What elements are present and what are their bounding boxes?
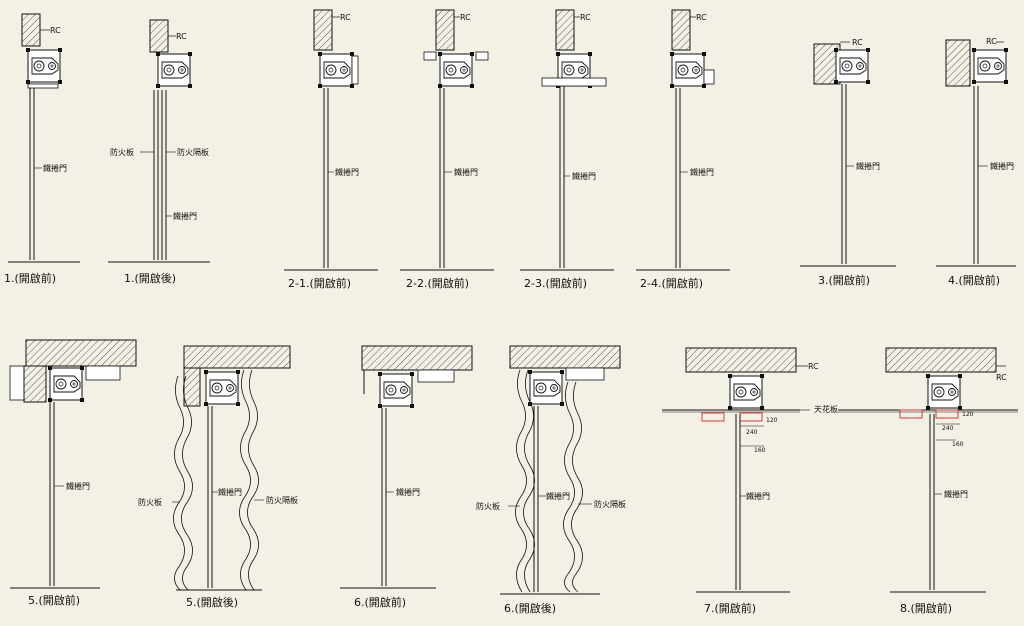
detail-7: RC 天花板 120 240 160 鐵捲門 7.(開啟前) bbox=[662, 347, 838, 615]
caption: 5.(開啟前) bbox=[28, 593, 80, 607]
door-label: 鐵捲門 bbox=[546, 491, 570, 501]
red-marker bbox=[701, 412, 725, 422]
caption: 2-2.(開啟前) bbox=[406, 276, 469, 290]
caption: 2-1.(開啟前) bbox=[288, 276, 351, 290]
detail-6-before: 鐵捲門 6.(開啟前) bbox=[340, 345, 473, 609]
door-label: 鐵捲門 bbox=[218, 487, 242, 497]
ceiling-label: 天花板 bbox=[814, 404, 838, 414]
dim-120: 120 bbox=[962, 411, 974, 418]
caption: 6.(開啟前) bbox=[354, 595, 406, 609]
detail-4: RC 鐵捲門 4.(開啟前) bbox=[936, 37, 1016, 287]
door-label: 鐵捲門 bbox=[335, 167, 359, 177]
caption: 2-3.(開啟前) bbox=[524, 276, 587, 290]
fire-board-label: 防火板 bbox=[476, 501, 500, 511]
red-marker bbox=[739, 412, 763, 422]
rc-label: RC bbox=[808, 362, 819, 371]
detail-2-2: RC 鐵捲門 2-2.(開啟前) bbox=[400, 9, 494, 290]
door-label: 鐵捲門 bbox=[454, 167, 478, 177]
rc-label: RC bbox=[852, 38, 863, 47]
dim-240: 240 bbox=[746, 429, 758, 436]
red-marker bbox=[935, 409, 959, 419]
door-label: 鐵捲門 bbox=[856, 161, 880, 171]
detail-1-after: RC 防火板 防火隔板 鐵捲門 1.(開啟後) bbox=[108, 19, 210, 285]
caption: 7.(開啟前) bbox=[704, 601, 756, 615]
caption: 1.(開啟前) bbox=[4, 271, 56, 285]
detail-8: RC 120 240 160 鐵捲門 8.(開啟前) bbox=[838, 347, 1018, 615]
detail-2-1: RC 鐵捲門 2-1.(開啟前) bbox=[284, 9, 378, 290]
door-label: 鐵捲門 bbox=[944, 489, 968, 499]
detail-5-after: 鐵捲門 防火板 防火隔板 5.(開啟後) bbox=[138, 345, 298, 609]
red-marker bbox=[899, 409, 923, 419]
detail-2-4: RC 鐵捲門 2-4.(開啟前) bbox=[636, 9, 730, 290]
caption: 4.(開啟前) bbox=[948, 273, 1000, 287]
caption: 8.(開啟前) bbox=[900, 601, 952, 615]
door-label: 鐵捲門 bbox=[66, 481, 90, 491]
detail-5-before: 鐵捲門 5.(開啟前) bbox=[9, 339, 137, 607]
fire-board-right-label: 防火隔板 bbox=[177, 147, 209, 157]
rc-label: RC bbox=[580, 13, 591, 22]
door-label: 鐵捲門 bbox=[572, 171, 596, 181]
rc-label: RC bbox=[340, 13, 351, 22]
fire-board-right-label: 防火隔板 bbox=[594, 499, 626, 509]
rc-label: RC bbox=[460, 13, 471, 22]
rc-label: RC bbox=[696, 13, 707, 22]
dim-160: 160 bbox=[952, 441, 964, 448]
caption: 1.(開啟後) bbox=[124, 271, 176, 285]
caption: 6.(開啟後) bbox=[504, 601, 556, 615]
dim-120: 120 bbox=[766, 417, 778, 424]
rc-label: RC bbox=[986, 37, 997, 46]
detail-3: RC 鐵捲門 3.(開啟前) bbox=[800, 38, 896, 287]
dim-240: 240 bbox=[942, 425, 954, 432]
door-label: 鐵捲門 bbox=[43, 163, 67, 173]
door-label: 鐵捲門 bbox=[990, 161, 1014, 171]
detail-6-after: 鐵捲門 防火板 防火隔板 6.(開啟後) bbox=[476, 345, 626, 615]
dim-160: 160 bbox=[754, 447, 766, 454]
detail-2-3: RC 鐵捲門 2-3.(開啟前) bbox=[520, 9, 614, 290]
caption: 2-4.(開啟前) bbox=[640, 276, 703, 290]
rc-label: RC bbox=[176, 32, 187, 41]
door-label: 鐵捲門 bbox=[690, 167, 714, 177]
rc-label: RC bbox=[50, 26, 61, 35]
door-label: 鐵捲門 bbox=[396, 487, 420, 497]
fire-board-label: 防火板 bbox=[138, 497, 162, 507]
rc-label: RC bbox=[996, 373, 1007, 382]
door-label: 鐵捲門 bbox=[746, 491, 770, 501]
fire-board-right-label: 防火隔板 bbox=[266, 495, 298, 505]
caption: 5.(開啟後) bbox=[186, 595, 238, 609]
door-label: 鐵捲門 bbox=[173, 211, 197, 221]
detail-1-before: RC 鐵捲門 1.(開啟前) bbox=[4, 13, 80, 285]
fire-board-label: 防火板 bbox=[110, 147, 134, 157]
caption: 3.(開啟前) bbox=[818, 273, 870, 287]
